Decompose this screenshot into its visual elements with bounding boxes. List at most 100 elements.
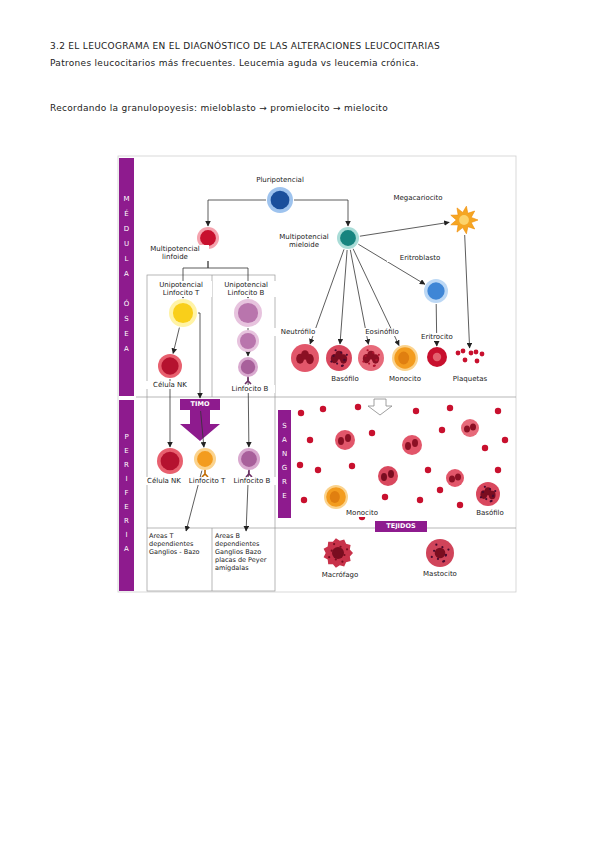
erythrocyte bbox=[301, 497, 307, 503]
cell-granule bbox=[343, 359, 345, 361]
cell-label: Eritroblasto bbox=[387, 254, 453, 262]
cell-nucleus-lobe bbox=[340, 354, 347, 363]
b-lymphocyte-cell: Linfocito B bbox=[238, 448, 260, 470]
tag-label: TIMO bbox=[191, 400, 210, 408]
cell-nucleus bbox=[435, 548, 446, 559]
thymus-arrow bbox=[180, 410, 220, 441]
cell-granule bbox=[482, 491, 484, 493]
cell-membrane bbox=[194, 448, 216, 470]
progenitor-cell: Unipotencial Linfocito B bbox=[234, 299, 262, 327]
region-divider bbox=[136, 397, 516, 398]
cell-label: Macrófago bbox=[310, 571, 370, 579]
cell-drawing bbox=[194, 448, 216, 470]
mast-cell: Mastocito bbox=[426, 539, 454, 567]
connector-arrow bbox=[248, 378, 250, 447]
cell-nucleus bbox=[161, 357, 178, 374]
progenitor-cell: Multipotencial mieloide bbox=[337, 227, 359, 249]
cell-granule bbox=[485, 498, 487, 500]
erythrocyte bbox=[297, 462, 303, 468]
cell-granule bbox=[494, 490, 496, 492]
figure-frame bbox=[118, 156, 516, 592]
connector-arrow bbox=[340, 250, 347, 344]
erythrocyte bbox=[369, 430, 375, 436]
cell-cytoplasm bbox=[326, 487, 346, 507]
connector-arrow bbox=[208, 200, 266, 226]
cell-nucleus bbox=[173, 303, 193, 323]
erythrocyte bbox=[495, 467, 501, 473]
cell-nucleus bbox=[161, 452, 180, 471]
cell-granule bbox=[340, 351, 342, 353]
leukocyte-body bbox=[378, 466, 398, 486]
cell-label: Célula NK bbox=[145, 381, 195, 389]
connector-arrow bbox=[208, 250, 248, 298]
cell-granule bbox=[328, 556, 330, 558]
cell-nucleus bbox=[330, 491, 340, 503]
platelets: Plaquetas bbox=[455, 349, 485, 365]
connector-arrow bbox=[353, 249, 399, 346]
cell-granule bbox=[341, 365, 343, 367]
cell-granule bbox=[346, 354, 348, 356]
cell-label: Eosinófilo bbox=[357, 328, 407, 336]
cell-granule bbox=[339, 546, 341, 548]
cell-label: Basófilo bbox=[320, 375, 370, 383]
column-divider bbox=[212, 528, 213, 591]
cell-granule bbox=[372, 351, 374, 353]
b-lymphocyte-cell: Linfocito B bbox=[238, 357, 258, 377]
leukocyte bbox=[446, 469, 464, 487]
platelet bbox=[456, 351, 461, 356]
connector-arrow bbox=[186, 471, 202, 531]
cell-body bbox=[451, 206, 478, 234]
cell-nucleus bbox=[197, 451, 213, 467]
cell-body bbox=[426, 539, 454, 567]
cell-body bbox=[324, 485, 348, 509]
cell-nucleus bbox=[200, 230, 216, 246]
cell-granule bbox=[435, 544, 437, 546]
erythroblast-cell: Eritroblasto bbox=[424, 279, 448, 303]
band-label: SANGRE bbox=[281, 422, 289, 506]
monocyte-cell: Monocito bbox=[324, 485, 348, 509]
erythrocyte bbox=[413, 408, 419, 414]
header-note: Patrones leucocitarios más frecuentes. L… bbox=[50, 58, 419, 69]
connector-arrow bbox=[294, 200, 348, 226]
cell-granule bbox=[341, 561, 343, 563]
header-note: Recordando la granulopoyesis: mieloblast… bbox=[50, 103, 388, 114]
cell-label: Neutrófilo bbox=[273, 328, 323, 336]
platelet bbox=[475, 359, 480, 364]
cell-drawing bbox=[358, 345, 384, 371]
cell-nucleus bbox=[427, 282, 444, 299]
erythrocyte bbox=[320, 406, 326, 412]
cell-granule bbox=[332, 355, 334, 357]
tissue-area-box: Areas T dependientes Ganglios - Bazo bbox=[149, 532, 211, 576]
area-text: Areas T dependientes Ganglios - Bazo bbox=[149, 532, 211, 556]
leukocyte-body bbox=[335, 430, 355, 450]
leukocyte-nucleus bbox=[388, 470, 394, 478]
cell-granule bbox=[445, 554, 447, 556]
cell-body bbox=[324, 538, 353, 568]
erythrocyte bbox=[439, 427, 445, 433]
cell-label: Eritrocito bbox=[412, 333, 462, 341]
cell-label: Linfocito T bbox=[182, 477, 232, 485]
cell-nucleus bbox=[332, 547, 344, 559]
cell-receptor bbox=[202, 469, 208, 477]
cell-granule bbox=[336, 362, 338, 364]
cell-granule bbox=[492, 495, 494, 497]
cell-cytoplasm bbox=[394, 347, 415, 368]
cell-label: Plaquetas bbox=[445, 375, 495, 383]
cell-nucleus bbox=[398, 352, 409, 365]
nk-cell: Célula NK bbox=[158, 354, 182, 378]
cell-membrane bbox=[157, 448, 183, 474]
area-text: Areas B dependientes Ganglios Bazo placa… bbox=[215, 532, 275, 572]
cell-drawing bbox=[157, 448, 183, 474]
cell-granule bbox=[489, 488, 491, 490]
erythrocyte bbox=[502, 437, 508, 443]
erythrocyte bbox=[457, 502, 463, 508]
page-title: 3.2 EL LEUCOGRAMA EN EL DIAGNÓSTICO DE L… bbox=[50, 41, 440, 52]
cell-membrane bbox=[169, 299, 197, 327]
erythrocytes bbox=[297, 404, 508, 520]
erythrocyte bbox=[495, 408, 501, 414]
progenitor-cell: Unipotencial Linfocito T bbox=[169, 299, 197, 327]
connector-arrow bbox=[358, 244, 425, 284]
cell-granule bbox=[346, 548, 348, 550]
cell-granule bbox=[331, 550, 333, 552]
